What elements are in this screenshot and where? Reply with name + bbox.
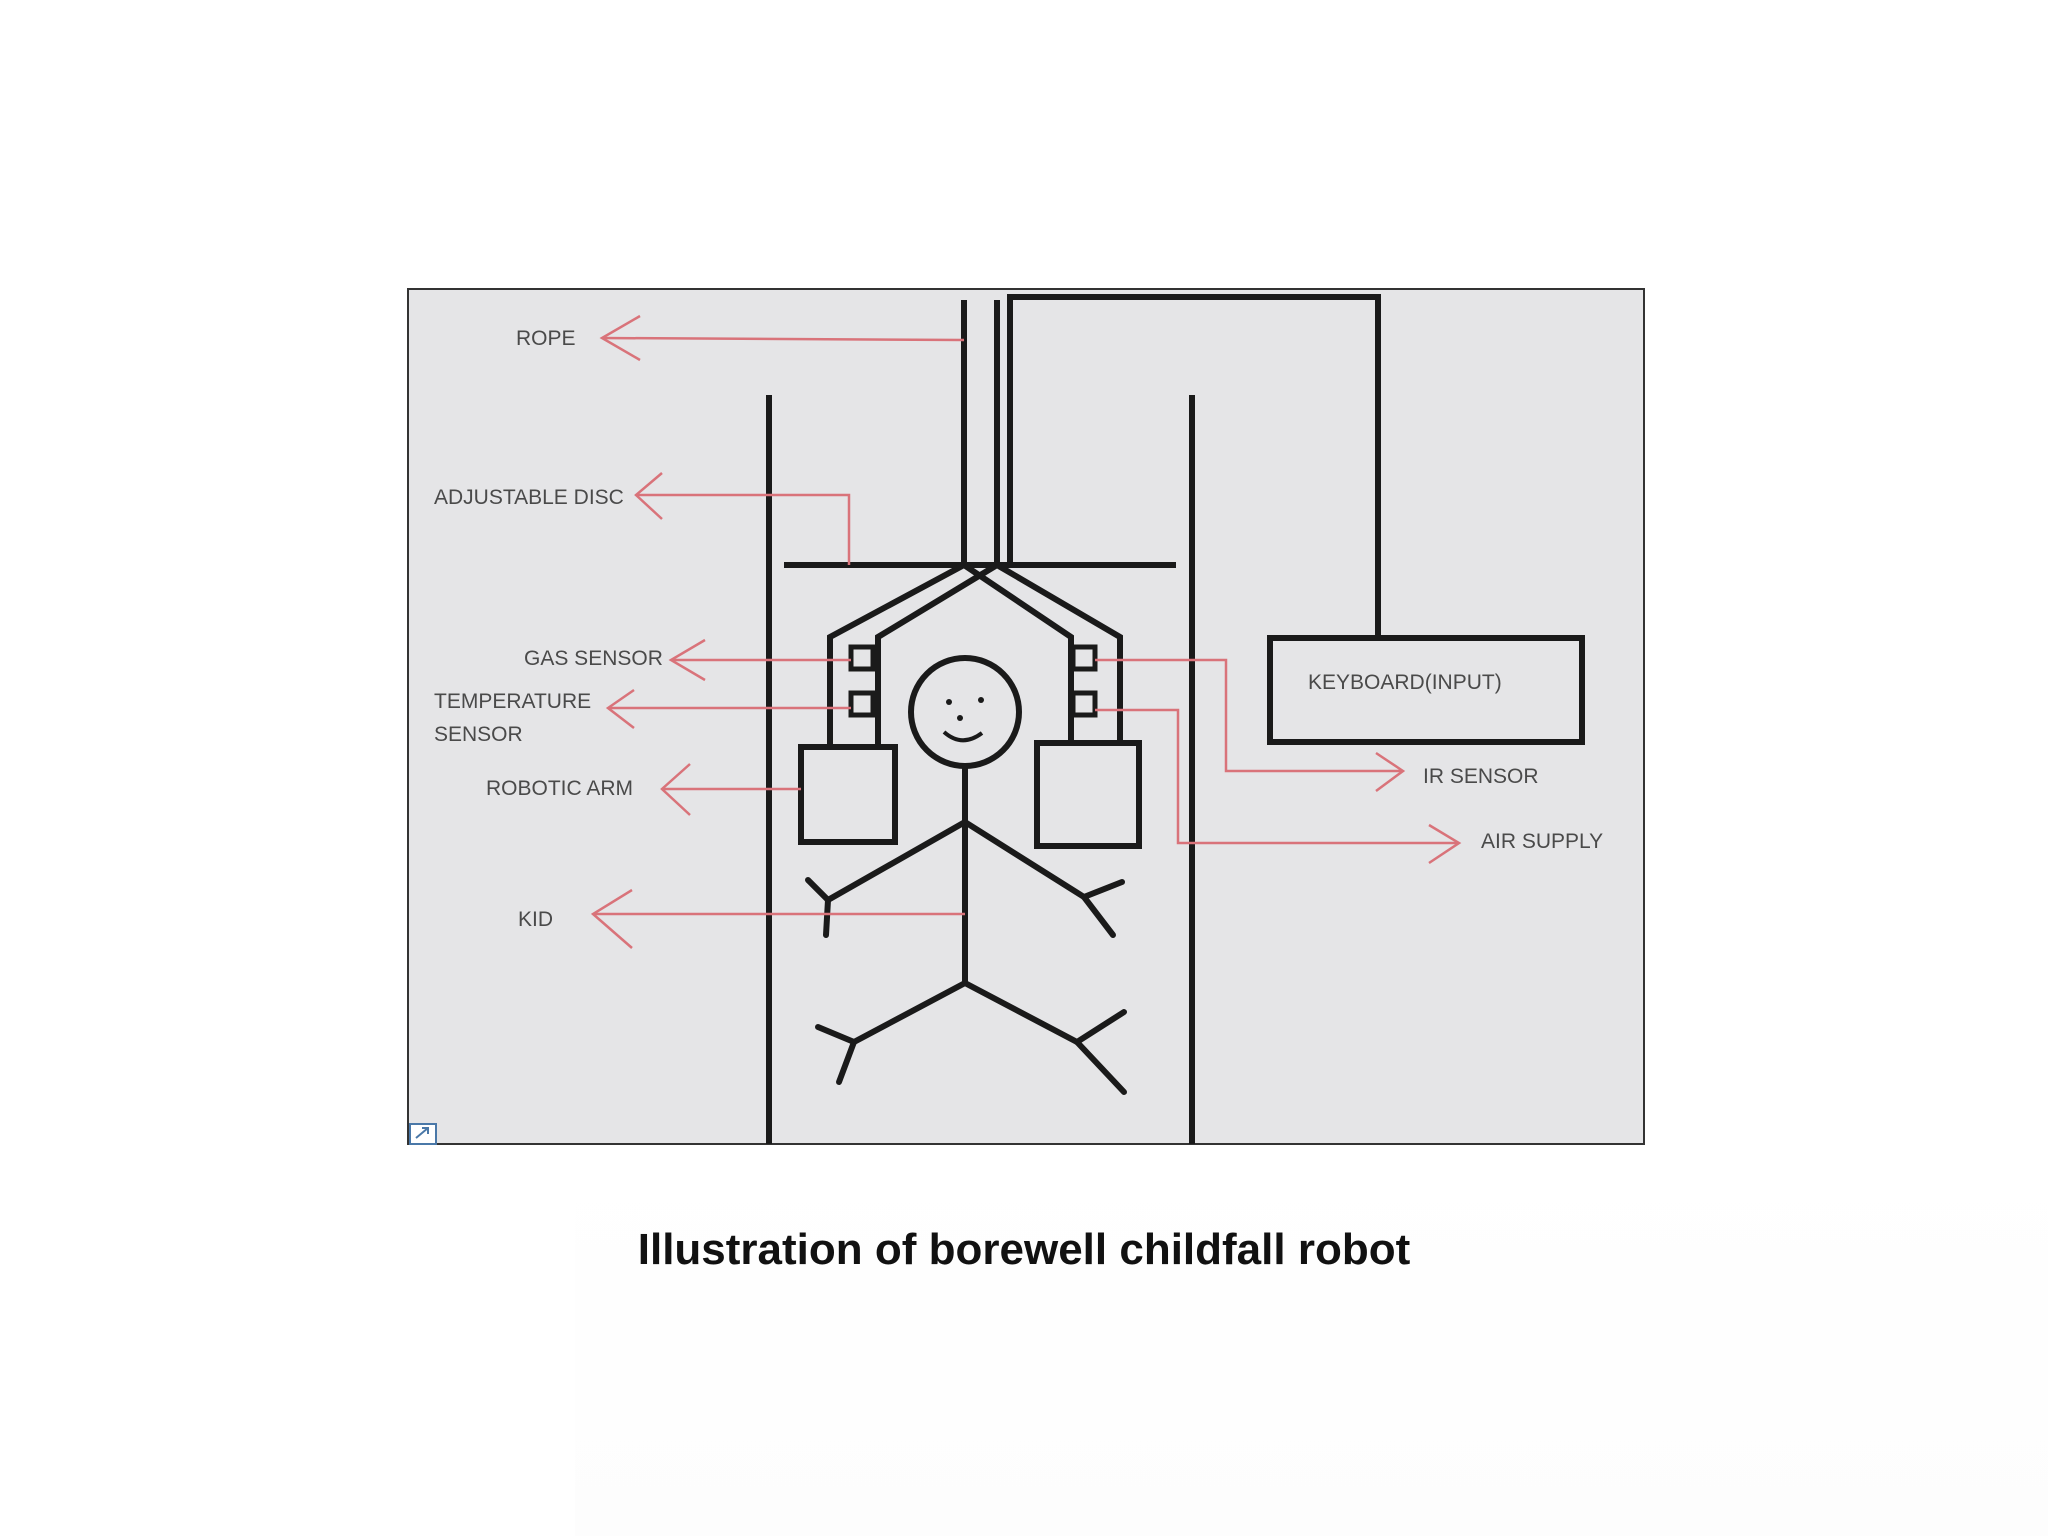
sensor-blocks [848,644,1098,718]
temperature-sensor-arrowhead [605,688,635,729]
label-temperature-sensor-line2: SENSOR [434,723,523,746]
kid-arrowhead [590,888,633,949]
label-air-supply: AIR SUPPLY [1481,830,1603,853]
label-rope: ROPE [516,327,576,350]
rope-arrow-line [601,336,965,342]
slide-caption: Illustration of borewell childfall robot [637,1225,1411,1274]
label-gas-sensor: GAS SENSOR [524,647,663,670]
air-supply-block [1070,690,1098,718]
temperature-sensor-left [848,690,876,718]
robotic-arm-arrowhead [660,763,691,816]
gripper-right [1034,740,1142,849]
kid-figure [805,655,1127,1095]
air-supply-arrowhead [1428,823,1462,865]
gripper-left [798,744,898,845]
air-supply-arrow-line [1095,708,1459,845]
slide-background-fade [575,1150,2048,1536]
kid-smile [942,730,984,743]
label-kid: KID [518,908,553,931]
label-adjustable-disc: ADJUSTABLE DISC [434,486,624,509]
gas-sensor-arrowhead [668,638,706,682]
label-ir-sensor: IR SENSOR [1423,765,1539,788]
corner-link-icon [409,1123,437,1145]
ir-sensor-arrowhead [1375,751,1406,793]
adjustable-disc-arrow-line [636,493,851,565]
ir-sensor-arrow-line [1095,658,1403,773]
robotic-arm-grippers [798,740,1142,849]
rope-arrowhead [599,314,641,362]
keyboard-box [1267,635,1585,745]
kid-face [946,697,984,721]
ir-sensor-block [1070,644,1098,672]
label-keyboard: KEYBOARD(INPUT) [1308,671,1502,694]
leader-arrows [590,314,1462,949]
label-robotic-arm: ROBOTIC ARM [486,777,633,800]
gas-sensor-left [848,644,876,672]
label-temperature-sensor-line1: TEMPERATURE [434,690,591,713]
borewell-walls [766,395,1195,1144]
adjustable-disc-arrowhead [634,472,663,520]
rope-lines [961,294,1381,638]
arm-linkages [827,562,1123,753]
